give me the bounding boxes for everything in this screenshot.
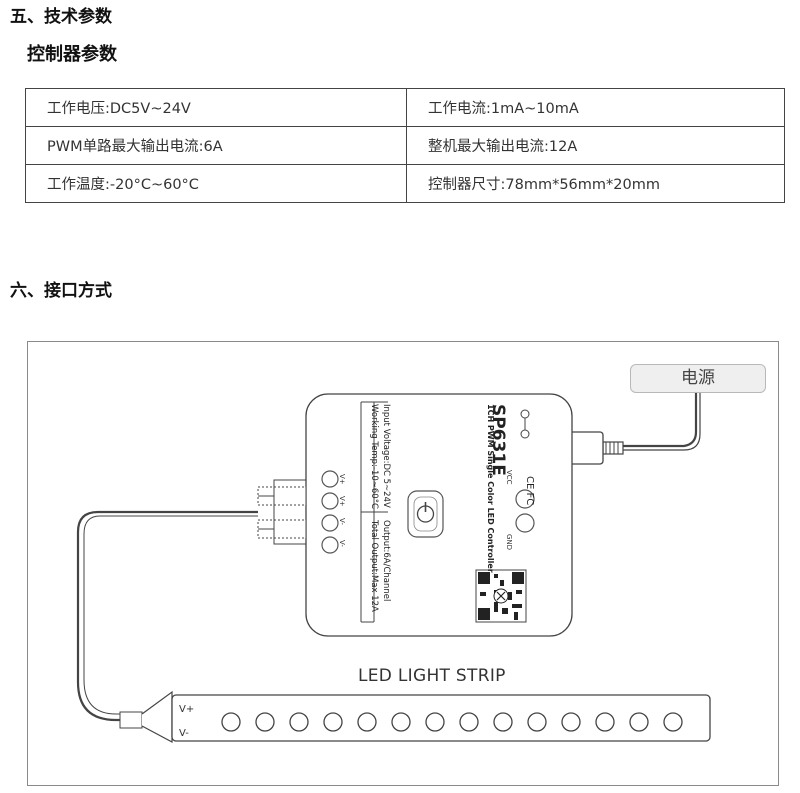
led-dot [391, 712, 411, 732]
power-label: 电源 [630, 364, 766, 393]
power-cable [623, 392, 698, 448]
led-dot [289, 712, 309, 732]
led-dot [629, 712, 649, 732]
working-temp: Working Temp:-10~60°C [369, 404, 379, 509]
table-cell: 控制器尺寸:78mm*56mm*20mm [406, 164, 785, 203]
controller-params-title: 控制器参数 [27, 44, 117, 65]
cert-marks: CE FC [524, 476, 535, 506]
section-5-title: 五、技术参数 [10, 7, 112, 27]
table-cell: 整机最大输出电流:12A [406, 126, 785, 165]
led-dot [493, 712, 513, 732]
table-row: 工作电压:DC5V~24V 工作电流:1mA~10mA [25, 88, 785, 127]
qr-code [475, 569, 527, 623]
wiring-diagram: 电源 LED LIGHT STRIP SP631E 1CH PWM Single… [27, 341, 779, 786]
led-dot [595, 712, 615, 732]
led-dot [527, 712, 547, 732]
table-cell: PWM单路最大输出电流:6A [25, 126, 407, 165]
vcc-terminal [515, 489, 535, 509]
gnd-label: GND [505, 534, 513, 551]
section-6-title: 六、接口方式 [10, 281, 112, 301]
led-dot [221, 712, 241, 732]
table-cell: 工作电流:1mA~10mA [406, 88, 785, 127]
wiring-svg [76, 392, 711, 743]
led-dot [425, 712, 445, 732]
input-voltage: Input Voltage:DC 5~24V [381, 404, 391, 508]
table-cell: 工作电压:DC5V~24V [25, 88, 407, 127]
params-table: 工作电压:DC5V~24V 工作电流:1mA~10mA PWM单路最大输出电流:… [25, 88, 785, 203]
led-dot [255, 712, 275, 732]
table-cell: 工作温度:-20°C~60°C [25, 164, 407, 203]
power-button [407, 490, 444, 538]
strip-cable [76, 510, 258, 722]
led-dot [663, 712, 683, 732]
led-dot [323, 712, 343, 732]
output-port-1 [321, 470, 339, 488]
output-channel: Output:6A/Channel [381, 520, 391, 602]
strip-vminus-label: V- [179, 728, 189, 739]
port-vminus-2: V- [338, 540, 346, 547]
port-vplus-1: V+ [338, 474, 346, 485]
gnd-terminal [515, 513, 535, 533]
led-strip-label: LED LIGHT STRIP [358, 666, 506, 686]
product-name: 1CH PWM Single Color LED Controller [486, 404, 495, 573]
output-port-4 [321, 536, 339, 554]
vcc-label: VCC [505, 470, 513, 485]
port-vminus-1: V- [338, 518, 346, 525]
table-row: 工作温度:-20°C~60°C 控制器尺寸:78mm*56mm*20mm [25, 164, 785, 203]
table-row: PWM单路最大输出电流:6A 整机最大输出电流:12A [25, 126, 785, 165]
led-dot [357, 712, 377, 732]
output-port-3 [321, 514, 339, 532]
port-vplus-2: V+ [338, 496, 346, 507]
led-dots [221, 712, 683, 732]
led-dot [561, 712, 581, 732]
strip-vplus-label: V+ [179, 704, 195, 715]
output-port-2 [321, 492, 339, 510]
led-dot [459, 712, 479, 732]
total-output: Total Output:Max 12A [369, 520, 379, 612]
